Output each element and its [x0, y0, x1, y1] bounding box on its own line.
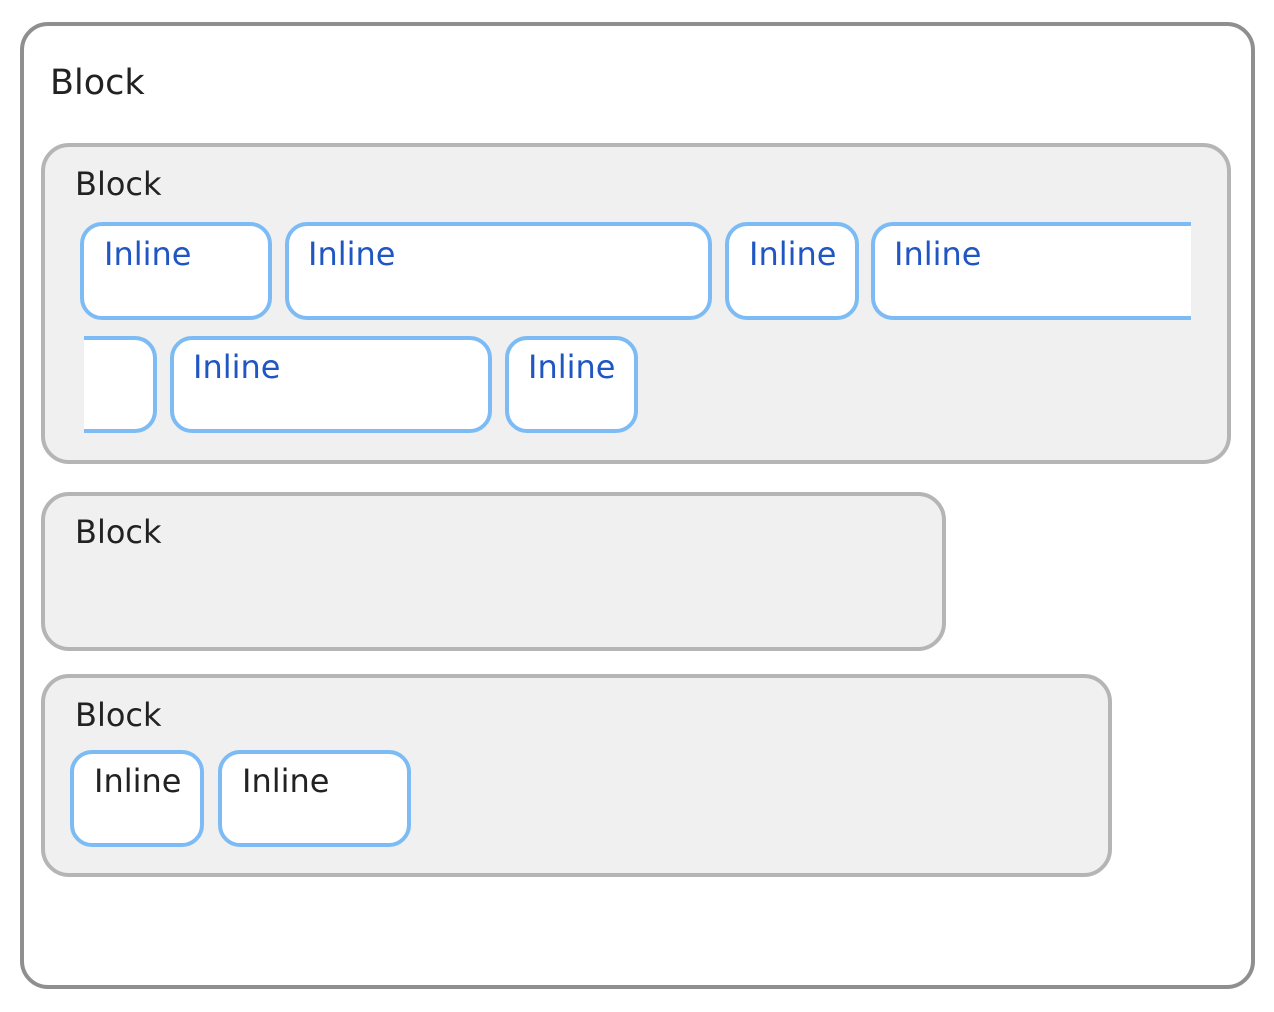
- block-1-inline-4-line-2: [84, 336, 157, 433]
- block-3-label: Block: [75, 696, 162, 734]
- block-1-inline-1: [80, 222, 272, 320]
- block-1-inline-4-line-1: [871, 222, 1191, 320]
- block-1-inline-2-label: Inline: [308, 235, 396, 273]
- outer-block-label: Block: [50, 63, 145, 103]
- block-1-label: Block: [75, 165, 162, 203]
- block-1-inline-3: [725, 222, 859, 320]
- block-3-inline-2: [218, 750, 411, 847]
- block-1-inline-5-label: Inline: [193, 348, 281, 386]
- block-1-inline-5: [170, 336, 492, 433]
- block-3-inline-1: [70, 750, 204, 847]
- block-1-inline-2: [285, 222, 712, 320]
- block-1-inline-1-label: Inline: [104, 235, 192, 273]
- block-1-inline-6: [505, 336, 638, 433]
- block-3-inline-2-label: Inline: [242, 762, 330, 800]
- block-1-inline-4-label: Inline: [894, 235, 982, 273]
- block-2: [41, 492, 946, 651]
- block-3-inline-1-label: Inline: [94, 762, 182, 800]
- block-1-inline-6-label: Inline: [528, 348, 616, 386]
- block-2-label: Block: [75, 513, 162, 551]
- block-1-inline-3-label: Inline: [749, 235, 837, 273]
